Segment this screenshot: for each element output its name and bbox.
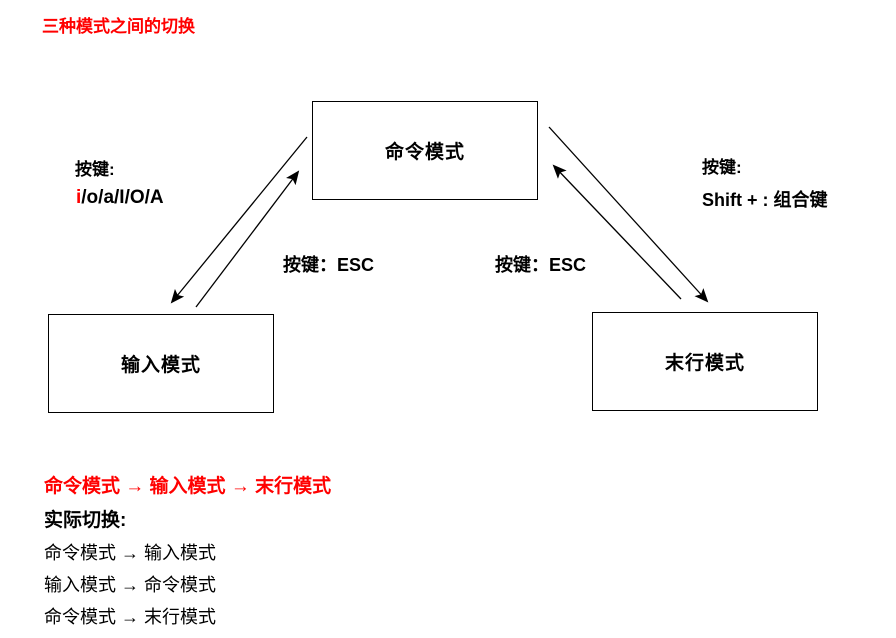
label-left-key-rest: /o/a/I/O/A (81, 187, 164, 208)
arrow-lastline-to-command (552, 164, 682, 300)
footer-switch-input-to-command: 输入模式 → 命令模式 (44, 575, 217, 595)
footer-flow-line: 命令模式 → 输入模式 → 末行模式 (44, 476, 332, 497)
footer-switch-command-to-lastline: 命令模式 → 末行模式 (44, 607, 217, 627)
label-right-key-title: 按键: (702, 158, 742, 177)
page-title: 三种模式之间的切换 (42, 17, 195, 36)
arrow-input-to-command (195, 170, 300, 308)
label-esc-left: 按键：ESC (283, 255, 375, 275)
arrow-command-to-input (170, 136, 308, 304)
footer-actual-title: 实际切换: (44, 510, 127, 531)
node-input-mode: 输入模式 (48, 314, 274, 413)
label-left-key-value: i/o/a/I/O/A (76, 187, 164, 209)
node-lastline-mode: 末行模式 (592, 312, 818, 411)
node-input-label: 输入模式 (120, 355, 201, 376)
node-command-label: 命令模式 (384, 142, 465, 163)
label-left-key-red: i (76, 187, 82, 208)
node-lastline-label: 末行模式 (664, 353, 745, 374)
node-command-mode: 命令模式 (312, 101, 538, 200)
footer-switch-command-to-input: 命令模式 → 输入模式 (44, 543, 217, 563)
label-right-key-value: Shift + : 组合键 (702, 190, 828, 210)
label-left-key-title: 按键: (75, 160, 115, 179)
label-esc-right: 按键：ESC (495, 255, 587, 275)
